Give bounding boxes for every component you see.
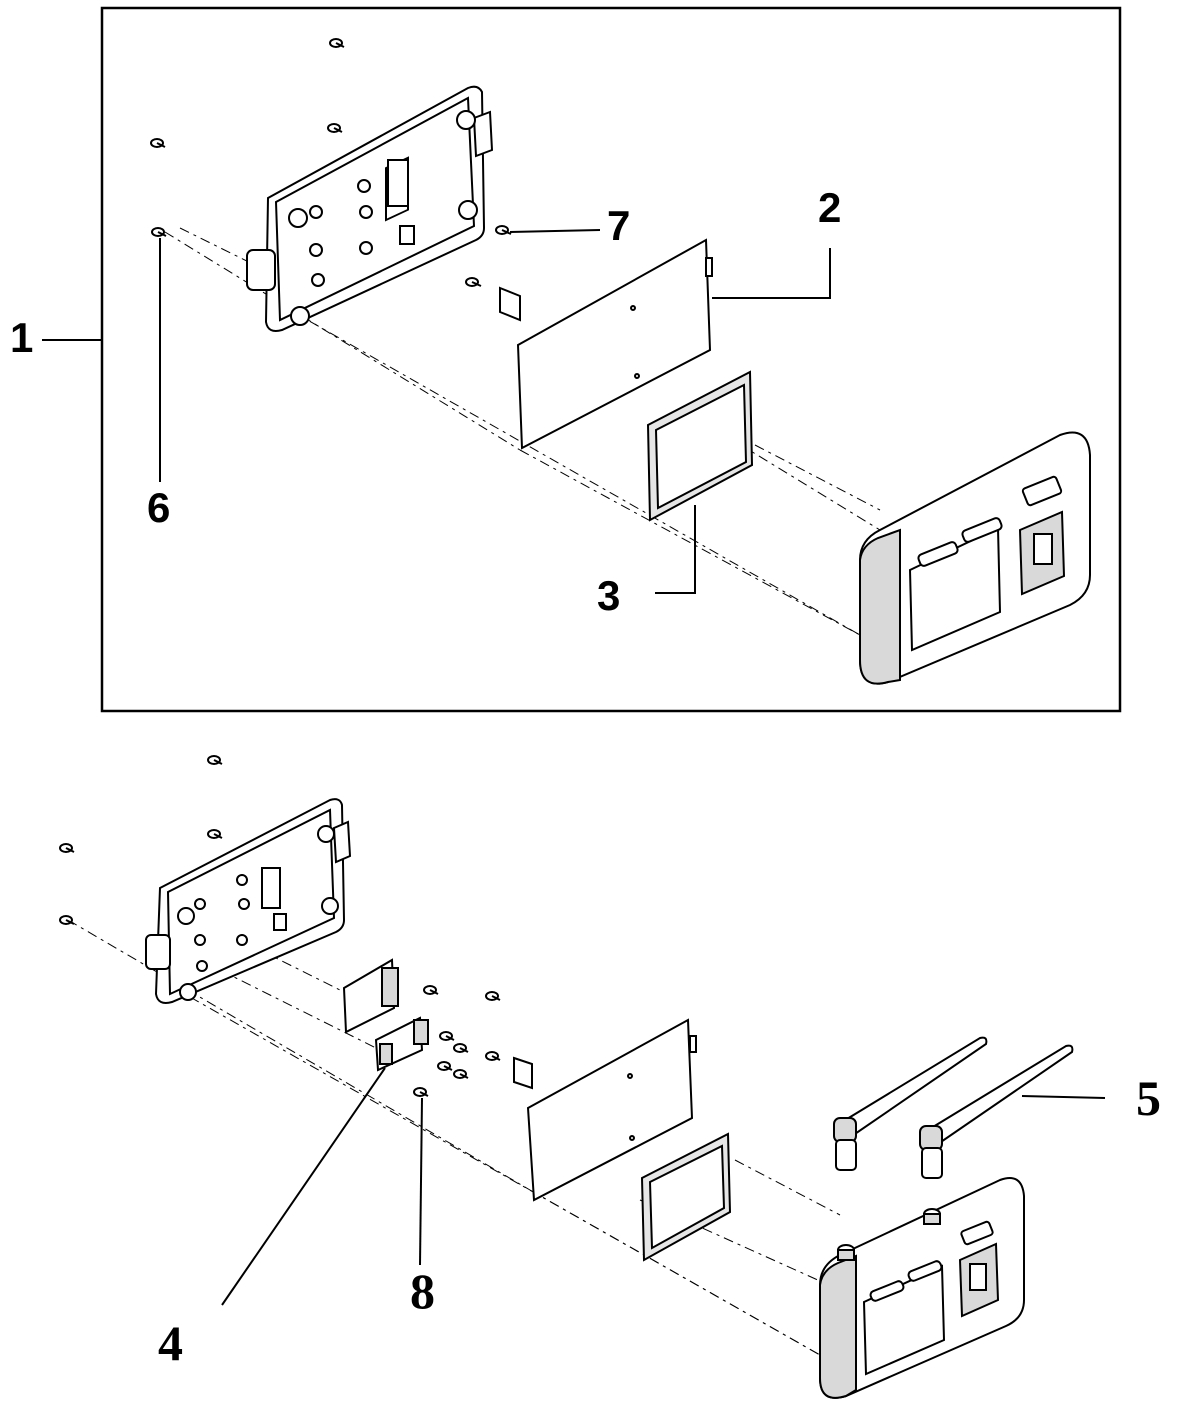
screw-icon — [207, 755, 223, 765]
screw-icon — [439, 1031, 455, 1041]
lcd-screen-bottom — [640, 1132, 732, 1262]
callout-1: 1 — [10, 314, 33, 361]
callout-6: 6 — [147, 484, 170, 531]
circuit-board-top — [499, 238, 713, 450]
antenna-icon — [919, 1044, 1074, 1179]
leaders-bottom — [221, 1067, 1106, 1306]
screws-top — [150, 38, 512, 287]
screw-icon — [485, 991, 501, 1001]
callout-4: 4 — [158, 1315, 183, 1371]
screw-icon — [453, 1069, 469, 1079]
circuit-board-bottom — [513, 1018, 697, 1202]
screws-bottom — [59, 755, 501, 1097]
callout-3: 3 — [597, 572, 620, 619]
screw-icon — [495, 225, 512, 235]
explode-lines-top — [164, 227, 881, 636]
antenna-connector-icon — [923, 1208, 941, 1225]
screw-icon — [150, 138, 166, 148]
callout-2: 2 — [818, 184, 841, 231]
callout-5: 5 — [1136, 1070, 1161, 1126]
front-housing-bottom — [819, 1177, 1025, 1399]
screw-icon — [59, 915, 75, 925]
radio-module-boards — [342, 958, 429, 1072]
callout-8: 8 — [410, 1263, 435, 1319]
screw-icon — [327, 123, 343, 133]
screw-icon — [59, 843, 75, 853]
assembly-frame — [100, 6, 1122, 713]
antennas — [833, 1036, 1074, 1179]
screw-icon — [329, 38, 345, 48]
screw-icon — [437, 1061, 453, 1071]
back-plate-top — [246, 85, 494, 332]
antenna-icon — [833, 1036, 988, 1171]
screw-icon — [453, 1043, 469, 1053]
screw-icon — [423, 985, 439, 995]
screw-icon — [485, 1051, 501, 1061]
callout-7: 7 — [607, 202, 630, 249]
screw-icon — [151, 227, 167, 237]
screw-icon — [413, 1087, 429, 1097]
front-housing-top — [859, 431, 1091, 685]
leaders-top — [42, 229, 831, 594]
lcd-screen-top — [646, 370, 754, 522]
back-plate-bottom — [145, 798, 352, 1004]
screw-icon — [207, 829, 223, 839]
antenna-connector-icon — [837, 1244, 855, 1261]
screw-icon — [465, 277, 482, 287]
